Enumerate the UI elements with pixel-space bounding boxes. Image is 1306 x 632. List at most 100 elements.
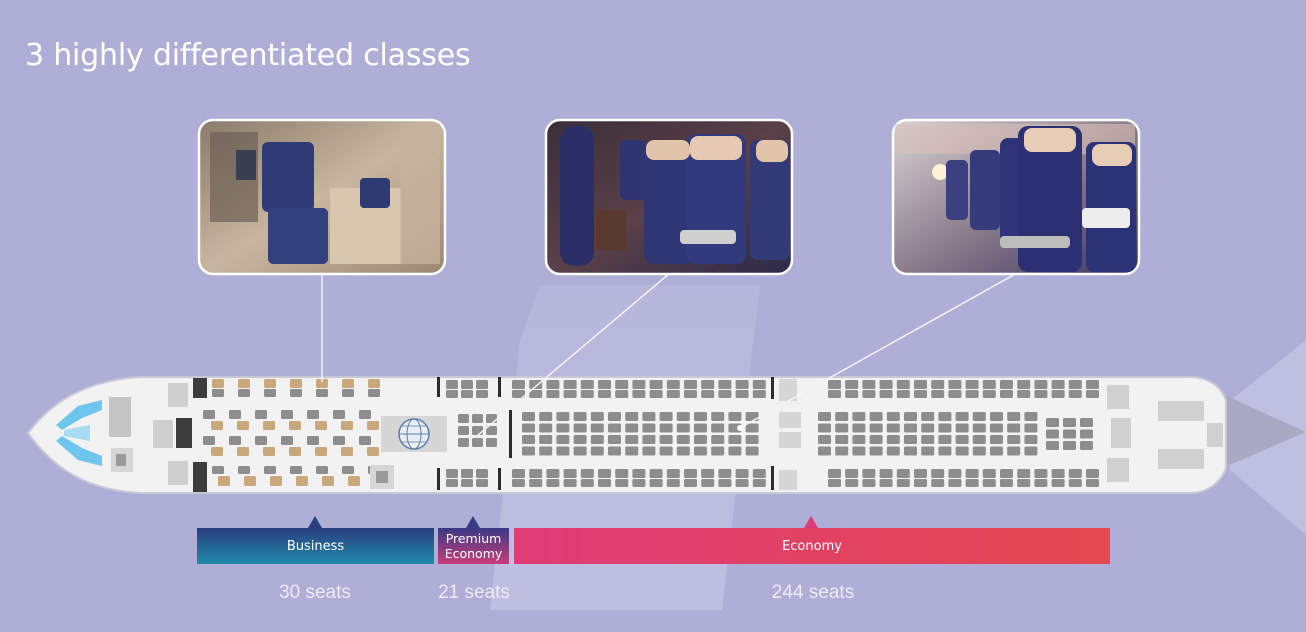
economy-seat xyxy=(642,412,656,421)
premium-seat xyxy=(486,414,497,423)
economy-seat xyxy=(666,479,680,487)
economy-seat xyxy=(1051,390,1065,398)
business-seat xyxy=(359,436,371,445)
business-seat xyxy=(212,466,224,474)
economy-seat xyxy=(879,479,893,487)
economy-seat xyxy=(556,412,570,421)
economy-seat xyxy=(701,380,715,389)
economy-seat xyxy=(752,380,766,389)
economy-seat xyxy=(718,390,732,398)
business-seat xyxy=(264,466,276,474)
economy-seat xyxy=(972,435,986,444)
economy-seat xyxy=(590,412,604,421)
economy-seat xyxy=(539,435,553,444)
economy-seat xyxy=(711,412,725,421)
economy-seat xyxy=(625,412,639,421)
economy-seat xyxy=(598,479,611,487)
economy-seat xyxy=(845,469,859,478)
economy-seat xyxy=(546,390,560,398)
economy-seat xyxy=(818,423,831,433)
economy-seat xyxy=(879,380,893,389)
business-label: Business xyxy=(286,538,345,554)
business-seat-count: 30 seats xyxy=(279,582,351,603)
economy-seat xyxy=(862,380,876,389)
business-seat xyxy=(367,421,379,430)
economy-seat xyxy=(676,446,690,456)
premium-seat xyxy=(461,479,473,487)
economy-seat xyxy=(684,380,697,389)
economy-seat xyxy=(546,469,560,478)
economy-seat xyxy=(615,469,629,478)
business-seat xyxy=(342,379,354,388)
economy-seat xyxy=(718,469,732,478)
economy-seat xyxy=(835,412,849,421)
economy-seat xyxy=(666,469,680,478)
economy-seat xyxy=(1086,390,1099,398)
economy-seat xyxy=(921,446,935,456)
economy-seat xyxy=(718,479,732,487)
business-seat xyxy=(333,436,345,445)
economy-seat xyxy=(735,390,749,398)
economy-seat xyxy=(1046,418,1059,427)
economy-seat xyxy=(701,469,715,478)
economy-seat xyxy=(522,412,535,421)
premium-seat xyxy=(446,390,458,398)
economy-seat xyxy=(590,435,604,444)
page-title: 3 highly differentiated classes xyxy=(25,38,471,73)
economy-seat xyxy=(598,390,611,398)
business-seat xyxy=(270,476,282,486)
economy-seat xyxy=(590,423,604,433)
economy-seat xyxy=(539,423,553,433)
economy-seat xyxy=(539,446,553,456)
economy-seat xyxy=(632,390,646,398)
economy-seat xyxy=(625,423,639,433)
business-seat xyxy=(368,379,380,388)
economy-seat xyxy=(896,469,910,478)
business-seat xyxy=(211,421,223,430)
premium-seat xyxy=(461,380,473,389)
economy-seat xyxy=(573,412,587,421)
business-seat-photo xyxy=(197,118,447,276)
cockpit-windows xyxy=(56,400,102,466)
business-seat xyxy=(367,447,379,456)
economy-seat xyxy=(921,423,935,433)
business-seat xyxy=(290,466,302,474)
economy-seat xyxy=(869,412,883,421)
business-seat xyxy=(316,466,328,474)
economy-seat xyxy=(914,380,927,389)
economy-seat xyxy=(982,390,996,398)
economy-seat xyxy=(1068,479,1082,487)
economy-seat xyxy=(828,469,841,478)
economy-seat xyxy=(845,380,859,389)
economy-seat xyxy=(1007,423,1021,433)
economy-seat xyxy=(573,423,587,433)
economy-seat xyxy=(1017,469,1031,478)
economy-seat xyxy=(955,446,969,456)
business-seat xyxy=(218,476,230,486)
economy-seat xyxy=(649,390,663,398)
economy-seat xyxy=(615,390,629,398)
economy-seat xyxy=(563,469,577,478)
business-seat xyxy=(316,379,328,388)
business-seat xyxy=(263,421,275,430)
economy-seat xyxy=(735,479,749,487)
economy-seat xyxy=(904,446,917,456)
premium-seat xyxy=(476,380,488,389)
business-seat xyxy=(203,410,215,419)
economy-seat xyxy=(886,412,900,421)
economy-seat xyxy=(522,435,535,444)
economy-seat xyxy=(745,446,759,456)
economy-seat xyxy=(835,435,849,444)
economy-seat xyxy=(529,380,543,389)
economy-seat xyxy=(752,469,766,478)
economy-seat xyxy=(1034,479,1048,487)
economy-seat xyxy=(828,390,841,398)
galley-block xyxy=(176,418,192,448)
economy-seat xyxy=(886,435,900,444)
economy-seat xyxy=(879,390,893,398)
economy-seat xyxy=(752,479,766,487)
economy-seat xyxy=(1080,418,1093,427)
business-seat xyxy=(342,389,354,397)
economy-seat xyxy=(1068,380,1082,389)
business-seat xyxy=(203,436,215,445)
